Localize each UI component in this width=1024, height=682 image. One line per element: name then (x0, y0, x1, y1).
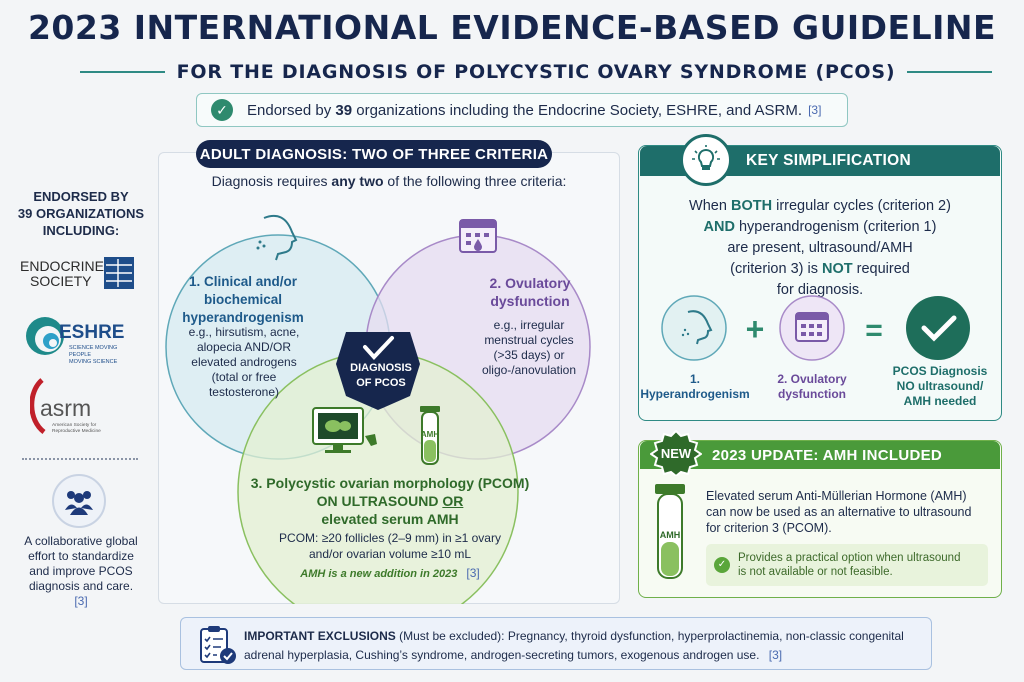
exclusions-panel (180, 617, 932, 670)
key-simplification-text: When BOTH irregular cycles (criterion 2)… (689, 198, 951, 298)
center-check-icon (363, 336, 394, 360)
endorsement-banner: ✓ Endorsed by 39 organizations including… (196, 93, 848, 127)
logo-asrm-tag2: Reproductive Medicine (52, 428, 101, 434)
venn-diagram: AMH (165, 214, 591, 604)
subtitle-rule-right (907, 71, 993, 73)
endorsement-text: Endorsed by 39 organizations including t… (247, 101, 803, 119)
diagnosis-center-shape (336, 332, 420, 410)
citation: [3] (808, 103, 822, 117)
amh-new-note: AMH is a new addition in 2023 [3] (300, 566, 480, 580)
equals-sign: = (865, 314, 883, 347)
sidebar-heading: ENDORSED BY 39 ORGANIZATIONS INCLUDING: (17, 189, 145, 238)
page-subtitle: FOR THE DIAGNOSIS OF POLYCYSTIC OVARY SY… (176, 61, 896, 83)
plus-sign: + (746, 311, 765, 347)
endocrine-society-logo: ENDOCRINE SOCIETY (20, 257, 134, 289)
logo-eshre-tag1: SCIENCE MOVING (69, 345, 117, 351)
sidebar-note: A collaborative global effort to standar… (24, 534, 138, 608)
key-simplification-panel (638, 145, 1002, 421)
ultrasound-icon (312, 407, 377, 453)
new-badge: NEW (650, 430, 702, 476)
eshre-logo: ESHRE SCIENCE MOVING PEOPLE MOVING SCIEN… (26, 317, 124, 365)
amh-tube-large-label: AMH (660, 530, 681, 540)
amh-tube-large-icon: AMH (655, 484, 685, 579)
page-title: 2023 INTERNATIONAL EVIDENCE-BASED GUIDEL… (27, 8, 997, 47)
logo-eshre-tag2: PEOPLE (69, 352, 91, 358)
update-text: Elevated serum Anti-Müllerian Hormone (A… (706, 489, 972, 535)
criterion-3-body: PCOM: ≥20 follicles (2–9 mm) in ≥1 ovary… (279, 531, 501, 561)
logo-endo-line1: ENDOCRINE (20, 258, 104, 274)
simplification-equation: + = (661, 295, 970, 361)
face-icon-small (681, 310, 713, 345)
criterion-3-title: 3. Polycystic ovarian morphology (PCOM) … (250, 475, 530, 527)
amh-tube-label: AMH (421, 430, 439, 439)
logo-eshre-tag3: MOVING SCIENCE (69, 359, 118, 365)
update-note: ✓ Provides a practical option when ultra… (706, 544, 988, 586)
diagnosis-check-icon (921, 315, 957, 342)
logo-eshre-name: ESHRE (59, 322, 124, 343)
face-icon (256, 214, 298, 261)
lightbulb-icon (680, 134, 732, 186)
calendar-icon-small (795, 312, 829, 342)
label-hyperandrogenism: 1. Hyperandrogenism (640, 372, 750, 401)
adult-diagnosis-banner: ADULT DIAGNOSIS: TWO OF THREE CRITERIA (196, 140, 552, 168)
asrm-logo: asrm American Society for Reproductive M… (30, 378, 101, 434)
subtitle-rule-left (80, 71, 165, 73)
calendar-icon (459, 219, 497, 253)
logo-asrm-tag1: American Society for (52, 422, 97, 428)
venn-intro: Diagnosis requires any two of the follow… (211, 173, 567, 189)
check-icon-small: ✓ (714, 557, 730, 573)
new-badge-label: NEW (661, 446, 692, 461)
exclusions-text: IMPORTANT EXCLUSIONS (Must be excluded):… (244, 629, 904, 662)
people-icon (52, 474, 106, 528)
subtitle-row: FOR THE DIAGNOSIS OF POLYCYSTIC OVARY SY… (80, 60, 993, 84)
logo-asrm-name: asrm (40, 395, 91, 421)
clipboard-check-icon (200, 626, 236, 664)
pcos-diagnosis-circle (906, 296, 970, 360)
hyperandrogenism-circle (661, 295, 727, 361)
check-icon: ✓ (211, 99, 233, 121)
sidebar-divider (22, 458, 138, 460)
amh-tube-icon: AMH (420, 406, 440, 465)
logo-endo-line2: SOCIETY (30, 273, 92, 289)
